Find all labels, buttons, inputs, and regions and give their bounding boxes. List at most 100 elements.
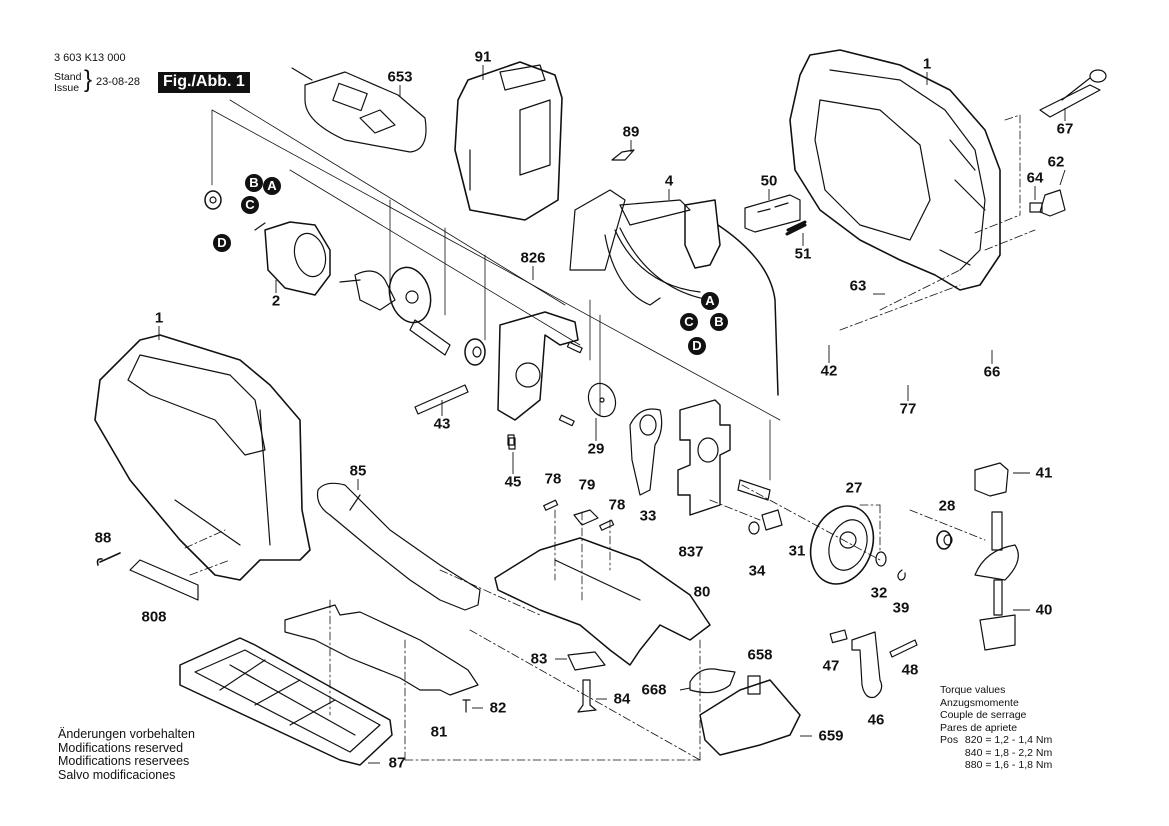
figure-label: Fig./Abb. 1: [158, 72, 250, 93]
part-41-clamp: [974, 462, 1009, 497]
part-88-screw: [96, 552, 121, 566]
part-label: 66: [983, 363, 1001, 381]
part-50-holder: [744, 194, 801, 233]
part-62-latch: [1029, 189, 1066, 217]
part-2-stator: [204, 190, 331, 296]
part-label: 67: [1056, 120, 1074, 138]
part-label: 34: [748, 562, 766, 580]
part-659-shoe: [699, 679, 801, 756]
note-line: Änderungen vorbehalten: [58, 727, 195, 741]
part-label: 47: [822, 657, 840, 675]
part-label: 62: [1047, 153, 1065, 171]
part-label: 1: [922, 55, 932, 73]
part-label: 40: [1035, 601, 1053, 619]
part-29-washer: [587, 382, 617, 418]
part-label: 808: [141, 608, 167, 626]
part-label: 33: [639, 507, 657, 525]
connector-marker-a: A: [701, 292, 719, 310]
part-84-screw: [577, 679, 597, 713]
part-label: 27: [845, 479, 863, 497]
part-label: 84: [613, 690, 631, 708]
part-label: 1: [154, 309, 164, 327]
torque-title: Torque values: [940, 684, 1006, 696]
note-line: Modifications reservees: [58, 754, 190, 768]
issue-date: 23-08-28: [96, 76, 141, 88]
part-pin: [737, 479, 771, 501]
part-67-pin: [1039, 69, 1107, 118]
part-39-clip: [897, 569, 906, 581]
connector-marker-b: B: [245, 174, 263, 192]
torque-pos: 820: [964, 734, 983, 746]
part-label: 63: [849, 277, 867, 295]
part-1-housing-right: [789, 49, 1001, 291]
part-label: 31: [788, 542, 806, 560]
document-number: 3 603 K13 000: [54, 52, 126, 64]
part-label: 46: [867, 711, 885, 729]
part-79-nut: [573, 509, 599, 526]
part-82-screw: [462, 699, 471, 713]
torque-pos: 880: [964, 759, 983, 771]
connector-marker-d: D: [213, 234, 231, 252]
part-label: 43: [433, 415, 451, 433]
part-34-washer: [748, 521, 760, 535]
part-label: 51: [794, 245, 812, 263]
part-658-clip: [747, 675, 761, 695]
torque-title: Pares de apriete: [940, 721, 1018, 734]
part-48-pin: [889, 639, 918, 658]
stand-label: Stand: [54, 71, 82, 83]
part-label: 42: [820, 362, 838, 380]
part-label: 41: [1035, 464, 1053, 482]
connector-marker-d: D: [688, 337, 706, 355]
brace-symbol: }: [84, 66, 93, 93]
part-bearing: [464, 338, 486, 366]
part-808-label-plate: [129, 559, 199, 601]
torque-value: 1,8 - 2,2 Nm: [994, 746, 1053, 759]
part-668-lever: [689, 668, 736, 694]
part-46-roller-support: [851, 631, 883, 699]
part-27-gear: [809, 505, 875, 585]
torque-prefix: Pos: [940, 734, 959, 746]
torque-value: 1,2 - 1,4 Nm: [994, 734, 1053, 746]
part-label: 88: [94, 529, 112, 547]
part-label: 50: [760, 172, 778, 190]
part-1-housing-left: [94, 334, 311, 581]
part-837-plate: [677, 399, 731, 516]
part-43-pin: [414, 384, 469, 415]
part-28-bushing: [936, 530, 953, 550]
part-91-battery: [454, 61, 563, 221]
part-32-ring: [875, 551, 887, 567]
part-81-plate: [284, 604, 479, 696]
part-653-adapter: [291, 67, 427, 153]
part-78-left: [543, 499, 559, 511]
part-78-right: [599, 519, 615, 531]
note-line: Modifications reserved: [58, 740, 184, 755]
connector-marker-b: B: [710, 313, 728, 331]
part-label: 87: [388, 754, 406, 772]
torque-value: 1,6 - 1,8 Nm: [994, 759, 1053, 771]
part-label: 80: [693, 583, 711, 601]
part-40-plunger: [974, 511, 1019, 651]
torque-values-table: Torque values Anzugsmomente Couple de se…: [940, 684, 1052, 772]
part-label: 78: [608, 496, 626, 514]
connector-marker-c: C: [241, 196, 259, 214]
part-51-spring: [785, 220, 807, 236]
stand-issue-label: Stand Issue: [54, 72, 81, 94]
part-label: 668: [641, 681, 667, 699]
issue-label: Issue: [54, 82, 80, 94]
part-33-plate: [629, 408, 663, 496]
note-line: Salvo modificaciones: [58, 767, 176, 782]
torque-row: 880 = 1,6 - 1,8 Nm: [964, 759, 1053, 771]
part-label: 658: [747, 646, 773, 664]
part-label: 2: [271, 292, 281, 310]
part-label: 48: [901, 661, 919, 679]
connector-marker-c: C: [680, 313, 698, 331]
part-826-gear-housing: [497, 311, 583, 446]
part-label: 45: [504, 473, 522, 491]
part-label: 29: [587, 440, 605, 458]
assembly-lines: [211, 99, 781, 481]
part-label: 78: [544, 470, 562, 488]
modification-notes: Änderungen vorbehalten Modifications res…: [58, 727, 195, 782]
part-45-pin: [508, 437, 516, 450]
part-label: 83: [530, 650, 548, 668]
part-armature: [339, 266, 451, 356]
